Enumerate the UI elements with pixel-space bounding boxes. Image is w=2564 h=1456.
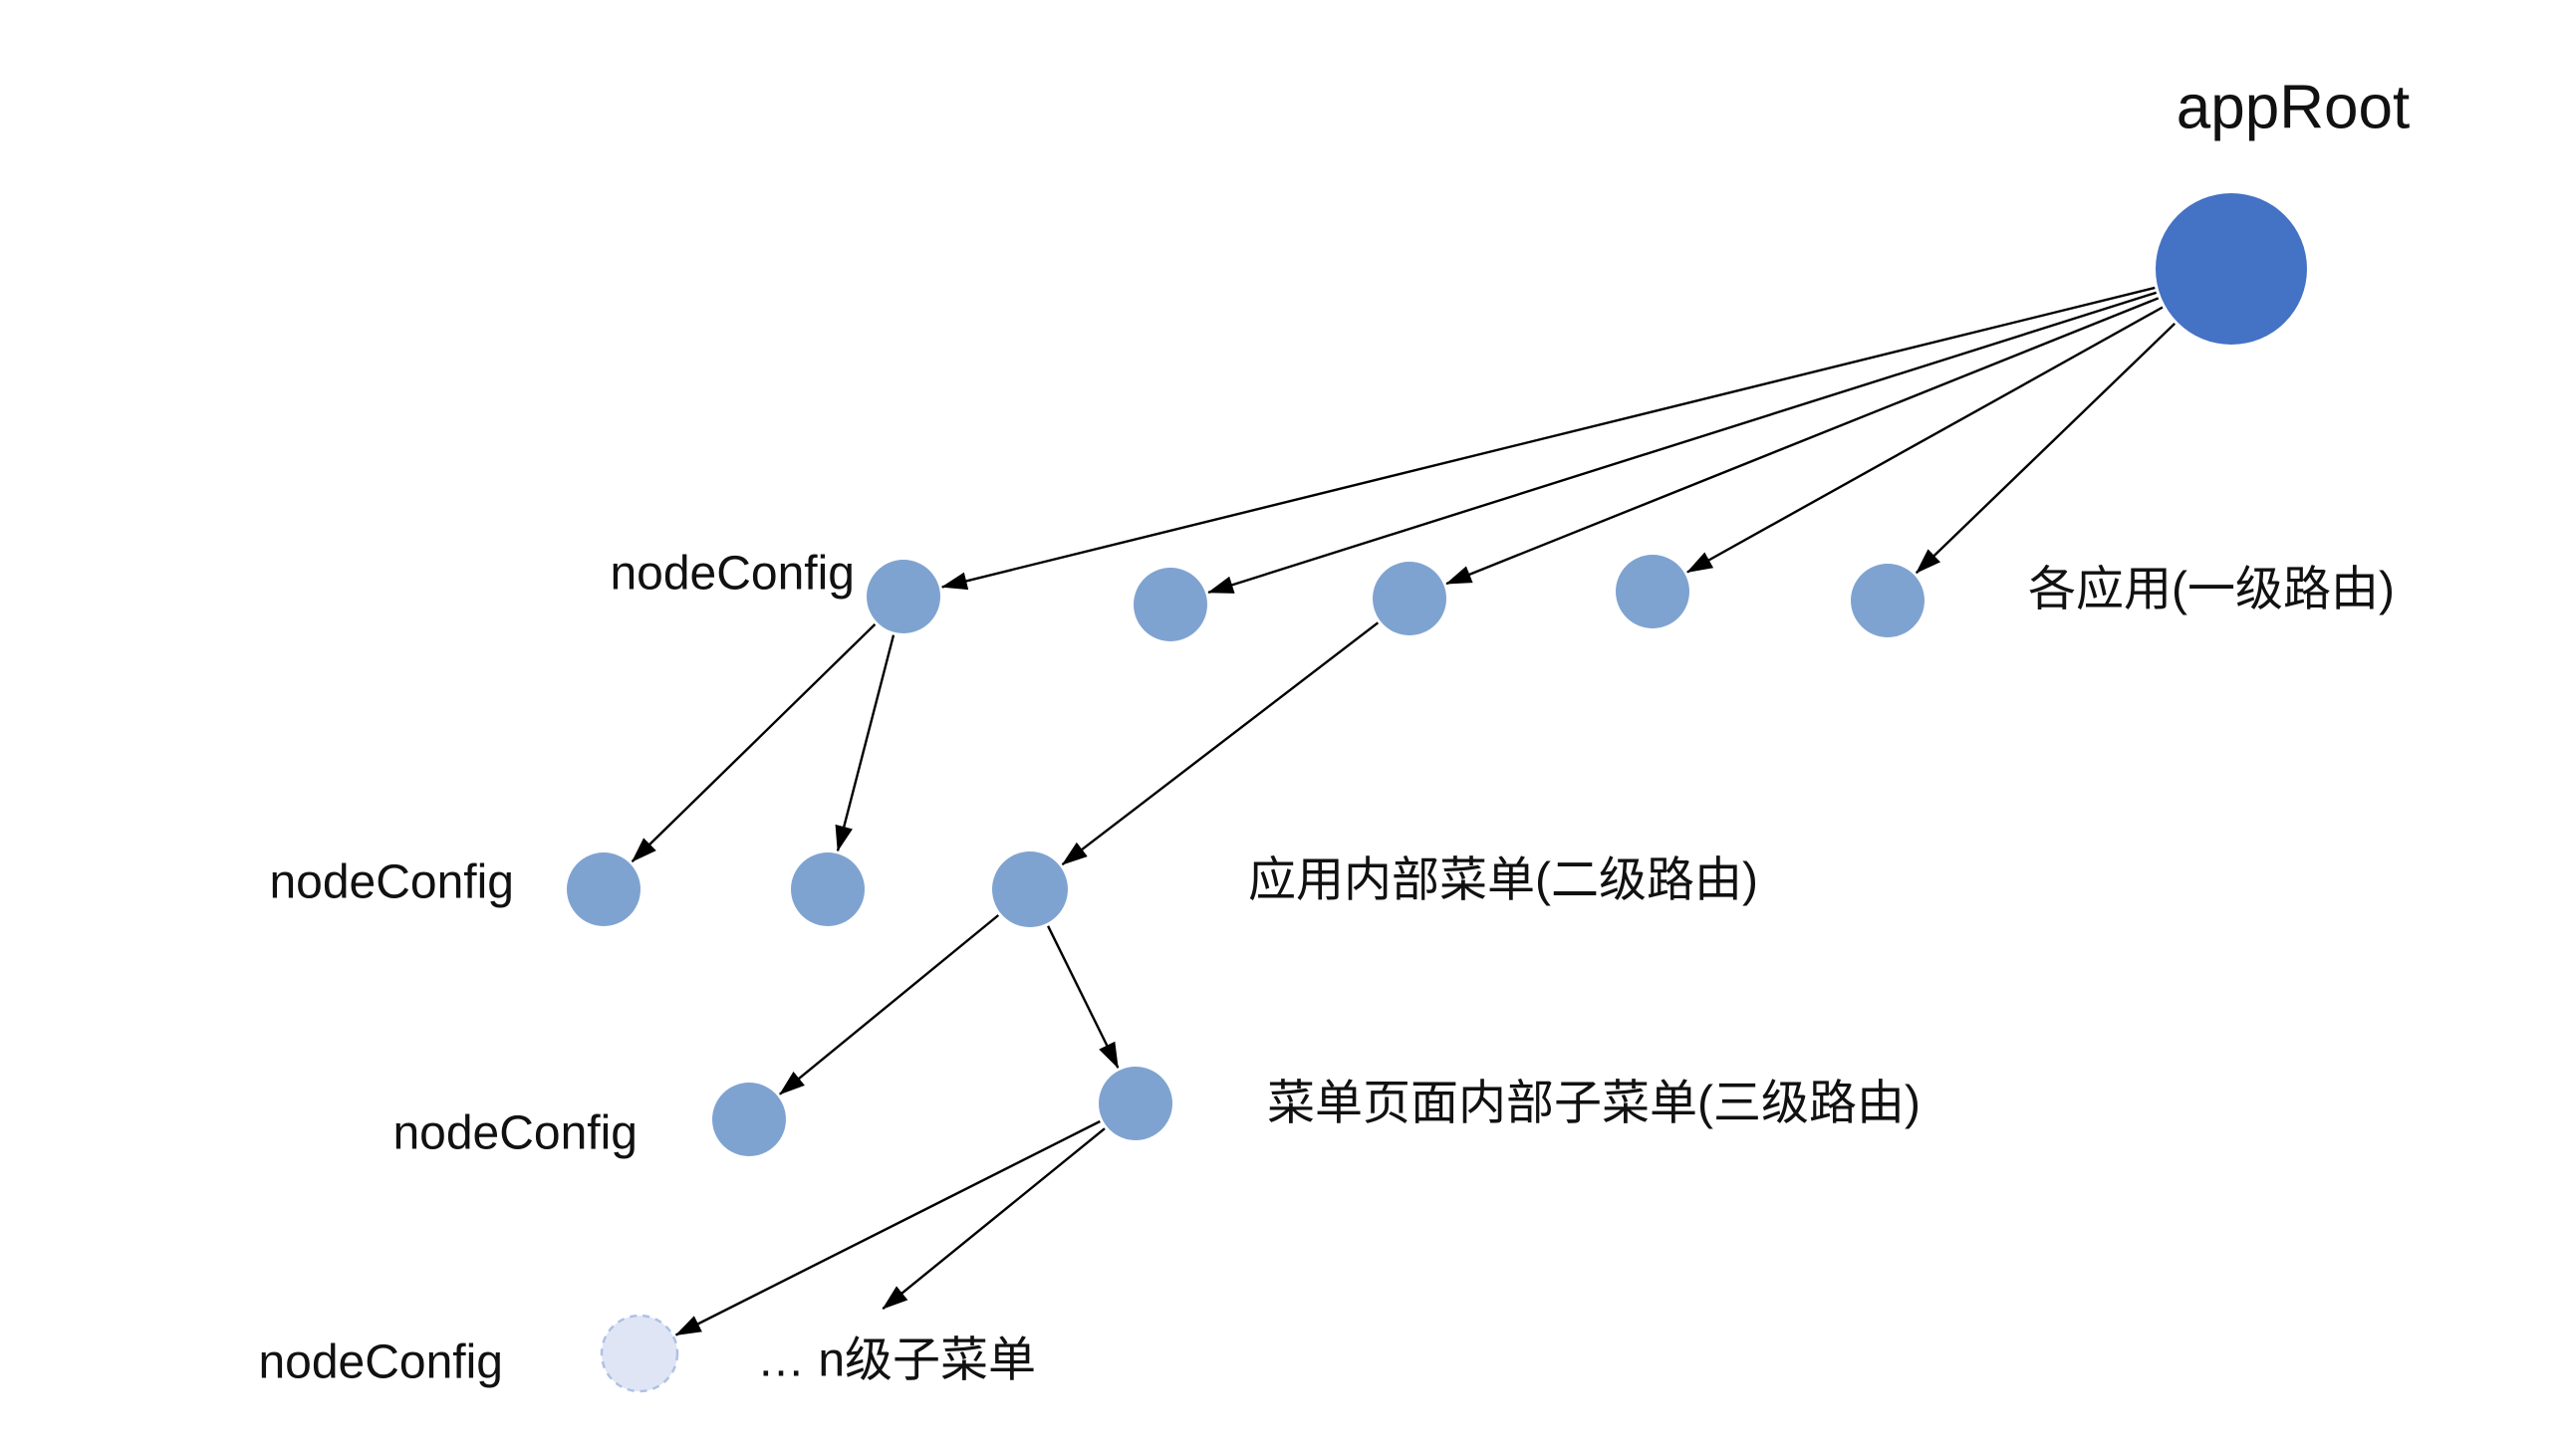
node-level2-2: [791, 852, 865, 926]
edge-appRoot-l1n2: [1207, 291, 2158, 595]
edge-l1n1-l2n2: [835, 634, 896, 852]
edge-l1n1-l2n1: [631, 623, 877, 862]
label-nodeconfig-level4: nodeConfig: [258, 1336, 503, 1389]
label-approot: appRoot: [2177, 74, 2410, 142]
edge-l3n2-l4n1: [674, 1119, 1101, 1336]
edge-l2n3-l3n1: [779, 914, 1000, 1095]
edge-appRoot-l1n5: [1915, 323, 2177, 575]
nodes-layer: [567, 193, 2307, 1393]
node-level3-1: [712, 1083, 786, 1156]
node-level1-5: [1851, 564, 1924, 637]
label-nodeconfig-level2: nodeConfig: [269, 856, 514, 909]
edge-appRoot-l1n4: [1686, 306, 2164, 574]
edge-l3n2-more: [882, 1127, 1106, 1311]
labels-layer: appRoot nodeConfig 各应用(一级路由) nodeConfig 应用内部…: [258, 74, 2410, 1389]
node-approot: [2156, 193, 2307, 345]
node-level1-4: [1616, 555, 1689, 628]
label-level3-routes: 菜单页面内部子菜单(三级路由): [1267, 1078, 1921, 1130]
node-level2-3: [992, 851, 1068, 927]
node-level1-3: [1373, 562, 1446, 635]
edge-appRoot-l1n3: [1445, 297, 2160, 586]
edge-l1n3-l2n3: [1061, 621, 1380, 866]
edge-appRoot-l1n1: [940, 286, 2156, 591]
node-level1-2: [1134, 568, 1207, 641]
node-level2-1: [567, 852, 641, 926]
label-level1-routes: 各应用(一级路由): [2028, 564, 2395, 616]
label-n-level-submenu: … n级子菜单: [757, 1335, 1036, 1387]
edges-layer: [631, 286, 2177, 1336]
label-nodeconfig-level3: nodeConfig: [392, 1107, 638, 1160]
label-level2-routes: 应用内部菜单(二级路由): [1248, 854, 1758, 907]
edge-l2n3-l3n2: [1047, 925, 1120, 1069]
node-level3-2: [1099, 1067, 1172, 1140]
node-level1-1: [867, 560, 940, 633]
node-level4-faded: [600, 1314, 679, 1393]
label-nodeconfig-level1: nodeConfig: [610, 548, 855, 601]
